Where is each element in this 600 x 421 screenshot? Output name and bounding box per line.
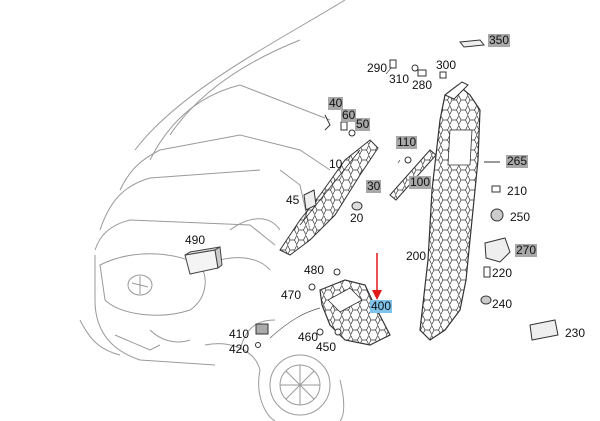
label-200: 200 — [406, 249, 427, 263]
label-410: 410 — [229, 327, 250, 341]
label-270: 270 — [515, 243, 538, 257]
label-265: 265 — [506, 154, 529, 168]
label-20: 20 — [350, 211, 364, 225]
label-50: 50 — [355, 117, 371, 131]
vehicle-outline — [79, 0, 346, 421]
label-400: 400 — [370, 299, 393, 313]
label-40: 40 — [328, 96, 344, 110]
leader-lines — [269, 66, 401, 339]
label-10: 10 — [329, 157, 343, 171]
red-arrow-icon — [372, 253, 382, 300]
small-parts-right — [255, 39, 559, 348]
label-490: 490 — [185, 233, 206, 247]
label-470: 470 — [281, 288, 302, 302]
label-350: 350 — [488, 33, 511, 47]
label-290: 290 — [367, 61, 388, 75]
label-300: 300 — [436, 58, 457, 72]
label-220: 220 — [492, 266, 513, 280]
label-30: 30 — [366, 179, 382, 193]
label-45: 45 — [286, 193, 300, 207]
label-460: 460 — [298, 330, 319, 344]
part-40-60-50-clips — [324, 114, 356, 137]
label-310: 310 — [389, 72, 410, 86]
label-110: 110 — [396, 135, 418, 149]
part-20-grommet — [351, 201, 363, 211]
part-490-block — [184, 246, 223, 275]
label-420: 420 — [229, 342, 250, 356]
label-480: 480 — [304, 263, 325, 277]
label-60: 60 — [341, 108, 357, 122]
part-200-pillar-trim — [419, 81, 481, 341]
label-450: 450 — [316, 340, 337, 354]
label-100: 100 — [409, 175, 432, 189]
part-45-clip — [303, 189, 317, 211]
label-250: 250 — [510, 210, 531, 224]
label-210: 210 — [507, 184, 528, 198]
label-280: 280 — [412, 78, 433, 92]
label-240: 240 — [492, 297, 513, 311]
label-230: 230 — [565, 326, 586, 340]
